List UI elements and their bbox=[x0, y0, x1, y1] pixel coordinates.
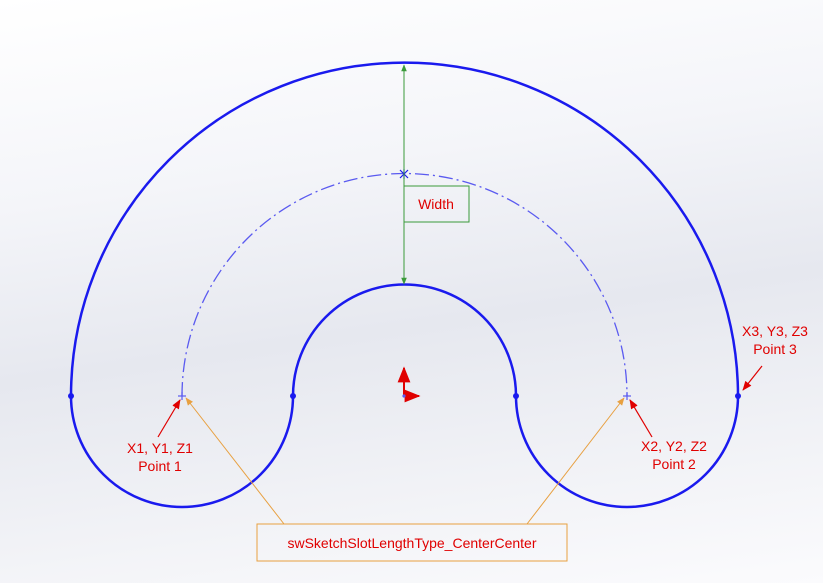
point2-arrow bbox=[629, 399, 653, 438]
point3-name-label: Point 3 bbox=[753, 341, 797, 357]
point2-coords-label: X2, Y2, Z2 bbox=[641, 438, 707, 454]
point3-coords-label: X3, Y3, Z3 bbox=[742, 323, 808, 339]
width-label: Width bbox=[418, 196, 454, 212]
slot-outer-arc[interactable] bbox=[69, 61, 740, 397]
slot-right-end-cap[interactable] bbox=[514, 395, 740, 509]
endpoint-dot-inner-right[interactable] bbox=[513, 393, 519, 399]
slot-type-label: swSketchSlotLengthType_CenterCenter bbox=[287, 535, 536, 551]
endpoint-dot-inner-left[interactable] bbox=[290, 393, 296, 399]
point3-arrow bbox=[742, 365, 763, 391]
point1-coords-label: X1, Y1, Z1 bbox=[127, 440, 193, 456]
origin-icon bbox=[397, 366, 421, 403]
endpoint-dot-outer-left[interactable] bbox=[68, 393, 74, 399]
point2-marker[interactable] bbox=[623, 392, 631, 400]
width-label-box[interactable] bbox=[403, 185, 470, 223]
point2-name-label: Point 2 bbox=[652, 456, 696, 472]
leader-line-point2 bbox=[526, 397, 625, 525]
slot-type-box[interactable] bbox=[256, 523, 568, 562]
endpoint-dot-outer-right[interactable] bbox=[735, 393, 741, 399]
point1-arrow bbox=[157, 399, 181, 438]
leader-line-point1 bbox=[185, 397, 285, 525]
slot-left-end-cap[interactable] bbox=[69, 395, 295, 509]
point1-marker[interactable] bbox=[178, 392, 186, 400]
point1-name-label: Point 1 bbox=[138, 458, 182, 474]
